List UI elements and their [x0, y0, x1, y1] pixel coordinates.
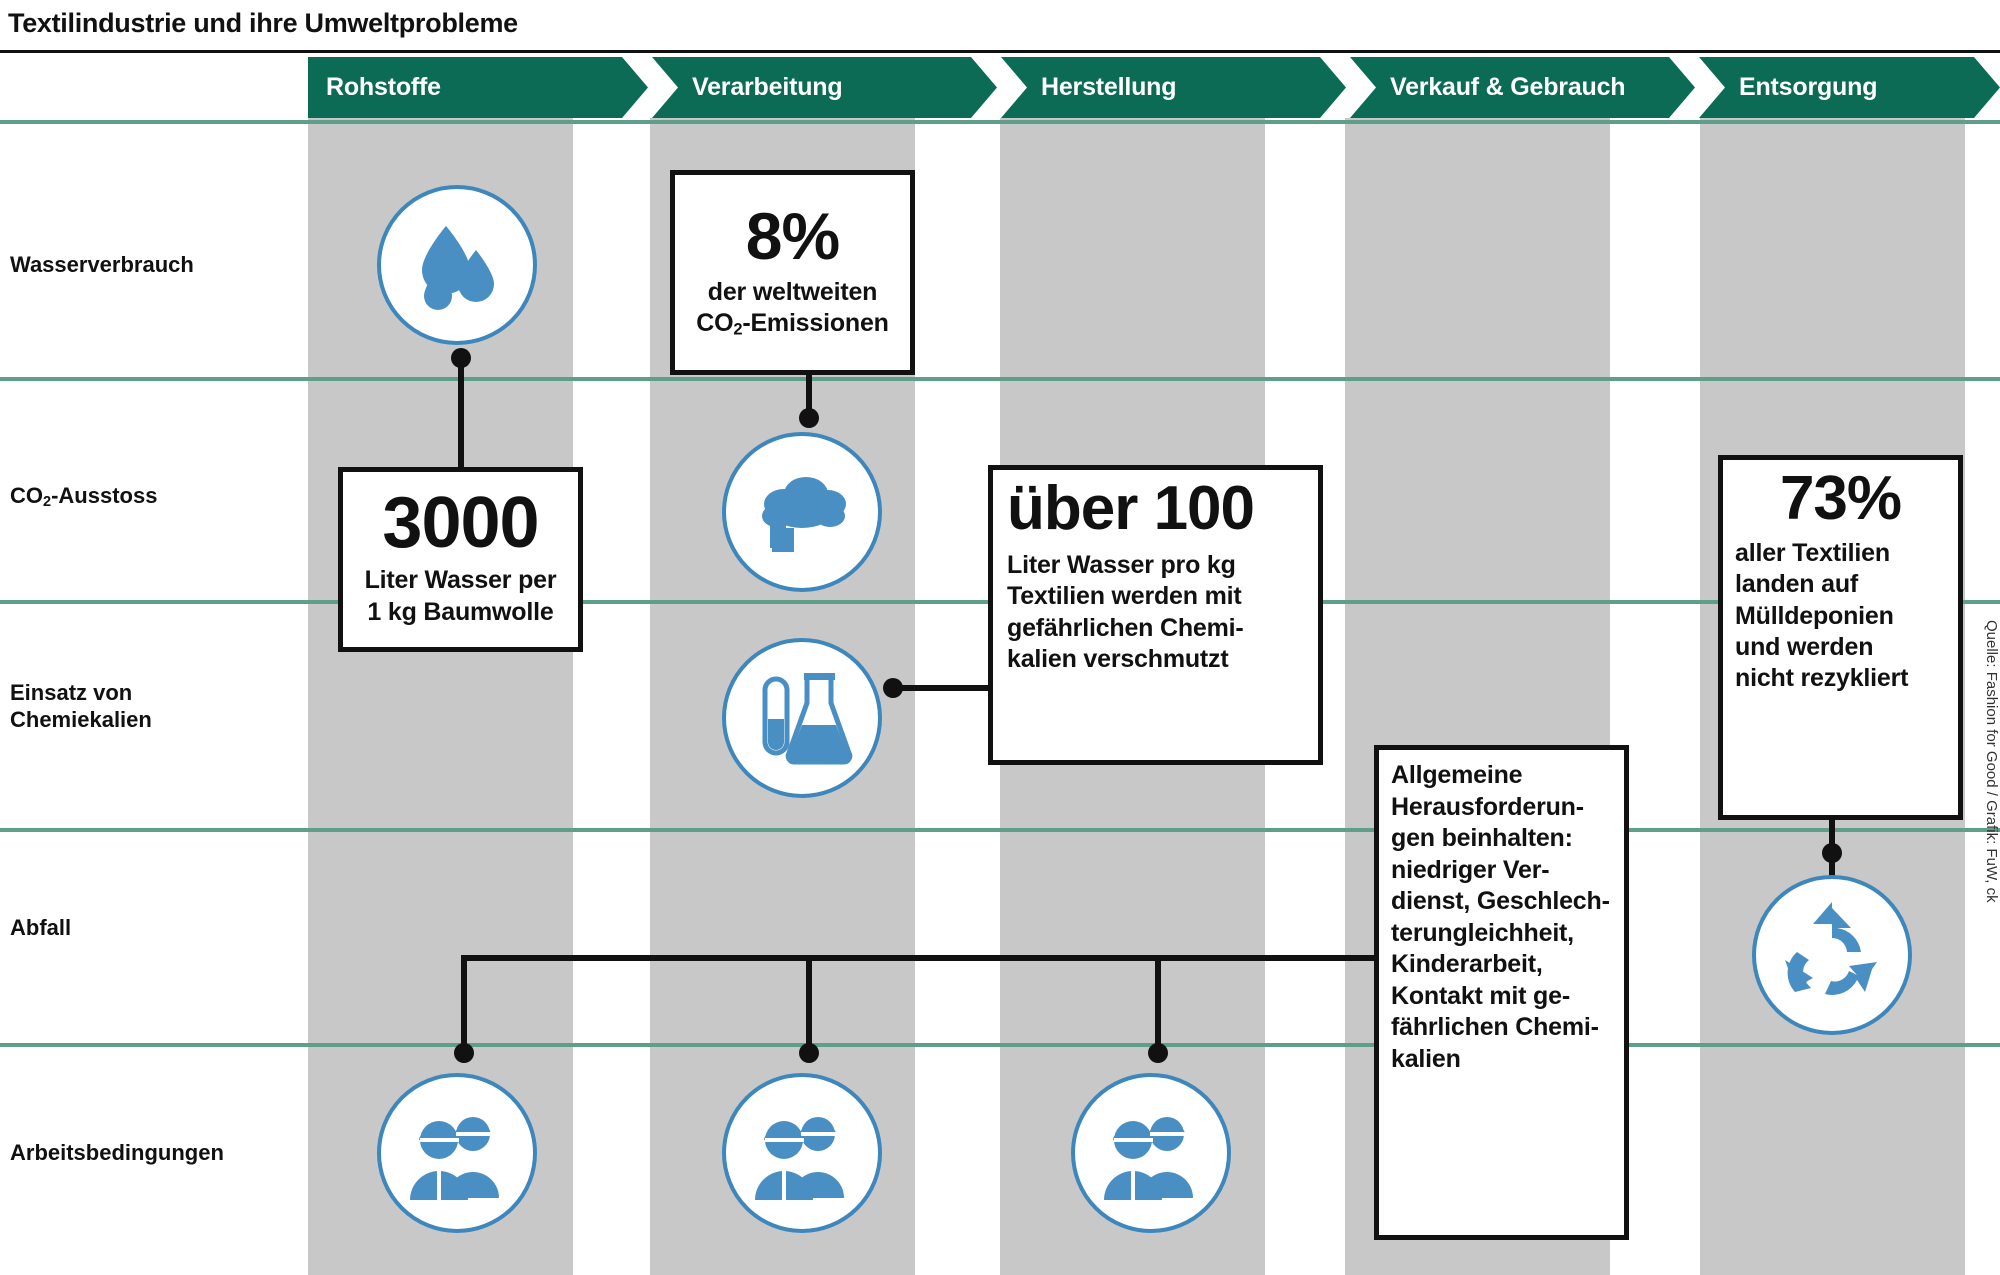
callout-big-number: 8% [745, 198, 840, 273]
callout-sub-line2: CO2-Emissionen [696, 309, 889, 339]
callout-big-number: 73% [1779, 464, 1902, 533]
row-label-text-line2: Chemiekalien [10, 706, 152, 732]
connector-drop-workers-1 [461, 955, 467, 1050]
callout-sub-line1: aller Textilien [1735, 539, 1890, 567]
callout-co2-emissions: 8% der weltweiten CO2-Emissionen [670, 170, 915, 375]
connector-8pct-to-cloud [806, 372, 812, 416]
callout-chemicals-water: über 100 Liter Wasser pro kg Textilien w… [988, 465, 1323, 765]
row-divider-3 [0, 828, 2000, 832]
challenges-line4: niedriger Ver- [1391, 855, 1550, 884]
stage-chevron-verarbeitung[interactable]: Verarbeitung [652, 57, 997, 118]
challenges-line9: fährlichen Chemi- [1391, 1013, 1599, 1041]
recycling-icon [1752, 875, 1912, 1035]
stage-chevron-rohstoffe[interactable]: Rohstoffe [308, 57, 648, 118]
row-label-arbeitsbedingungen: Arbeitsbedingungen [10, 1140, 250, 1167]
callout-sub-line5: nicht rezykliert [1735, 664, 1909, 692]
challenges-line8: Kontakt mit ge- [1391, 981, 1570, 1010]
row-label-text: CO2-Ausstoss [10, 483, 158, 511]
callout-sub-line1: der weltweiten [707, 277, 878, 306]
row-label-text-line1: Einsatz von [10, 680, 133, 705]
challenges-line5: dienst, Geschlech- [1391, 887, 1610, 915]
callout-general-challenges: Allgemeine Herausforderun- gen beinhalte… [1374, 745, 1629, 1240]
callout-landfill: 73% aller Textilien landen auf Mülldepon… [1718, 455, 1963, 820]
callout-big-number: 3000 [382, 483, 539, 564]
callout-water-cotton: 3000 Liter Wasser per 1 kg Baumwolle [338, 467, 583, 652]
connector-dot-flask [883, 678, 903, 698]
stage-chevron-entsorgung[interactable]: Entsorgung [1699, 57, 2000, 118]
connector-dot-workers-3 [1148, 1043, 1168, 1063]
callout-sub-line1: Liter Wasser pro kg [1007, 551, 1236, 579]
connector-trunk-challenges [461, 955, 1381, 961]
row-divider-1 [0, 377, 2000, 381]
process-stage-header: Rohstoffe Verarbeitung Herstellung Verka… [0, 57, 2000, 118]
page-title: Textilindustrie und ihre Umweltprobleme [8, 8, 518, 38]
callout-sub-line1: Liter Wasser per [364, 566, 557, 595]
stage-chevron-herstellung[interactable]: Herstellung [1001, 57, 1346, 118]
connector-dot-workers-2 [799, 1043, 819, 1063]
row-divider-4 [0, 1043, 2000, 1047]
challenges-line3: gen beinhalten: [1391, 824, 1573, 852]
workers-icon [377, 1073, 537, 1233]
row-divider-top [0, 120, 2000, 124]
connector-drop-workers-3 [1155, 955, 1161, 1050]
callout-sub-line2: 1 kg Baumwolle [367, 597, 554, 626]
connector-drop-workers-2 [806, 955, 812, 1050]
connector-flask-to-ueber100 [890, 685, 988, 691]
row-label-text: Wasserverbrauch [10, 252, 194, 277]
row-label-einsatz-chemiekalien: Einsatz von Chemiekalien [10, 680, 250, 734]
stage-label: Verkauf & Gebrauch [1390, 73, 1626, 101]
row-label-text: Abfall [10, 915, 72, 940]
title-divider [0, 50, 2000, 53]
callout-sub-line2: Textilien werden mit [1007, 582, 1242, 611]
row-label-co2-ausstoss: CO2-Ausstoss [10, 483, 250, 512]
stage-chevron-verkauf-gebrauch[interactable]: Verkauf & Gebrauch [1350, 57, 1695, 118]
callout-sub-line4: und werden [1735, 632, 1874, 661]
challenges-line6: terungleichheit, [1391, 918, 1574, 947]
connector-dot-workers-1 [454, 1043, 474, 1063]
callout-sub-line3: Mülldeponien [1735, 601, 1894, 630]
callout-sub-line4: kalien verschmutzt [1007, 644, 1229, 673]
workers-icon [1071, 1073, 1231, 1233]
source-credit: Quelle: Fashion for Good / Grafik: FuW, … [1983, 620, 2000, 903]
co2-cloud-icon [722, 432, 882, 592]
challenges-line2: Herausforderun- [1391, 792, 1584, 821]
challenges-line7: Kinderarbeit, [1391, 950, 1543, 978]
connector-water-to-3000 [458, 355, 464, 470]
chemicals-flask-icon [722, 638, 882, 798]
row-label-text: Arbeitsbedingungen [10, 1140, 224, 1165]
challenges-line1: Allgemeine [1391, 761, 1523, 789]
connector-dot-recycling [1822, 843, 1842, 863]
stage-label: Entsorgung [1739, 73, 1878, 101]
callout-sub-line3: gefährlichen Chemi- [1007, 613, 1244, 642]
connector-dot-cloud [799, 408, 819, 428]
connector-dot-water [451, 348, 471, 368]
water-drops-icon [377, 185, 537, 345]
challenges-line10: kalien [1391, 1044, 1461, 1073]
stage-label: Rohstoffe [326, 73, 441, 101]
workers-icon [722, 1073, 882, 1233]
stage-label: Herstellung [1041, 73, 1177, 101]
row-label-wasserverbrauch: Wasserverbrauch [10, 252, 250, 279]
callout-sub-line2: landen auf [1735, 570, 1859, 599]
row-label-abfall: Abfall [10, 915, 250, 942]
source-credit-container: Quelle: Fashion for Good / Grafik: FuW, … [1978, 620, 2000, 1260]
callout-big-number: über 100 [1007, 474, 1255, 543]
stage-label: Verarbeitung [692, 73, 843, 101]
